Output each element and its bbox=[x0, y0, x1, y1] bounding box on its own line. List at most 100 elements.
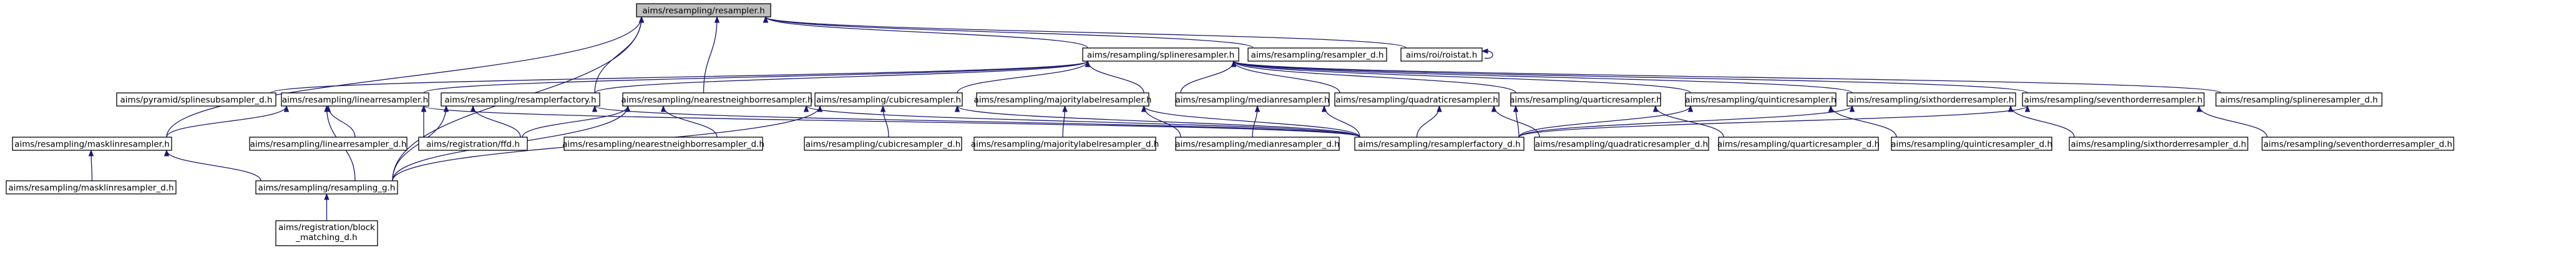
node-quintic_d[interactable]: aims/resampling/quinticresampler_d.h bbox=[1891, 137, 2052, 151]
node-sixth_d[interactable]: aims/resampling/sixthorderresampler_d.h bbox=[2069, 137, 2248, 151]
edge-line bbox=[1233, 60, 2222, 94]
node-nearestneighbor[interactable]: aims/resampling/nearestneighborresampler… bbox=[621, 92, 813, 107]
edge-median-to-median_d bbox=[1252, 105, 1261, 138]
node-label: aims/resampling/linearresampler.h bbox=[282, 95, 428, 105]
node-linearresampler[interactable]: aims/resampling/linearresampler.h bbox=[281, 92, 429, 107]
node-majority_d[interactable]: aims/resampling/majoritylabelresampler_d… bbox=[971, 137, 1159, 151]
edge-resamplerfactory-to-ffd bbox=[470, 105, 521, 138]
edge-resampler-to-splineresampler bbox=[763, 16, 1088, 49]
node-resampling_g[interactable]: aims/resampling/resampling_g.h bbox=[255, 180, 398, 195]
node-cubic_d[interactable]: aims/resampling/cubicresampler_d.h bbox=[804, 137, 962, 151]
node-box bbox=[622, 92, 812, 107]
node-box bbox=[2215, 92, 2383, 107]
node-masklin_d[interactable]: aims/resampling/masklinresampler_d.h bbox=[6, 180, 177, 195]
node-box bbox=[2022, 92, 2205, 107]
node-pyramid[interactable]: aims/pyramid/splinesubsampler_d.h bbox=[116, 92, 276, 107]
node-label: aims/resampling/quinticresampler_d.h bbox=[1891, 140, 2052, 150]
edge-resamplerfactory-to-factory_d bbox=[592, 105, 1360, 138]
arrowhead bbox=[88, 149, 94, 157]
node-quadratic[interactable]: aims/resampling/quadraticresampler.h bbox=[1334, 92, 1500, 107]
node-label: aims/resampling/quinticresampler.h bbox=[1685, 95, 1836, 105]
edge-line bbox=[1830, 105, 1897, 138]
edge-seventhorder-to-seventh_d bbox=[2196, 105, 2268, 138]
node-label: aims/roi/roistat.h bbox=[1406, 51, 1478, 60]
node-masklin[interactable]: aims/resampling/masklinresampler.h bbox=[12, 137, 172, 151]
node-quartic[interactable]: aims/resampling/quarticresampler.h bbox=[1510, 92, 1662, 107]
arrowhead bbox=[2024, 105, 2031, 112]
node-nearest_d[interactable]: aims/resampling/nearestneighborresampler… bbox=[562, 137, 764, 151]
node-resampler_d[interactable]: aims/resampling/resampler_d.h bbox=[1247, 47, 1387, 62]
edge-line bbox=[594, 105, 1360, 138]
node-label: aims/resampling/sixthorderresampler_d.h bbox=[2071, 140, 2246, 150]
node-box bbox=[1685, 92, 1837, 107]
edge-line bbox=[166, 105, 287, 138]
node-median_d[interactable]: aims/resampling/medianresampler_d.h bbox=[1175, 137, 1340, 151]
node-quintic[interactable]: aims/resampling/quinticresampler.h bbox=[1685, 92, 1837, 107]
node-spline_d[interactable]: aims/resampling/splineresampler_d.h bbox=[2215, 92, 2383, 107]
node-label: aims/resampling/masklinresampler_d.h bbox=[8, 183, 173, 193]
node-linear_d[interactable]: aims/resampling/linearresampler_d.h bbox=[249, 137, 407, 151]
arrowhead bbox=[1687, 105, 1694, 112]
node-box bbox=[441, 92, 600, 107]
node-box bbox=[1847, 92, 2016, 107]
node-seventhorder[interactable]: aims/resampling/seventhorderresampler.h bbox=[2022, 92, 2205, 107]
arrowhead bbox=[1231, 60, 1237, 67]
node-sixthorder[interactable]: aims/resampling/sixthorderresampler.h bbox=[1847, 92, 2016, 107]
edge-splineresampler-to-sixthorder bbox=[1231, 60, 1853, 94]
arrowhead bbox=[1513, 105, 1519, 112]
node-ffd[interactable]: aims/registration/ffd.h bbox=[418, 137, 528, 151]
arrowhead bbox=[1085, 60, 1091, 67]
node-label: aims/resampling/seventhorderresampler_d.… bbox=[2263, 140, 2452, 150]
node-box bbox=[1354, 137, 1525, 151]
node-quadratic_d[interactable]: aims/resampling/quadraticresampler_d.h bbox=[1534, 137, 1709, 151]
edge-majority-to-majority_d bbox=[1062, 105, 1068, 138]
node-label: aims/registration/block bbox=[278, 223, 375, 233]
node-label: aims/resampling/majoritylabelresampler.h bbox=[974, 95, 1152, 105]
edge-line bbox=[166, 150, 261, 181]
node-resampler[interactable]: aims/resampling/resampler.h bbox=[636, 3, 771, 17]
node-label: aims/registration/ffd.h bbox=[426, 140, 520, 150]
edge-linearresampler-to-factory_d bbox=[421, 105, 1360, 138]
arrowhead bbox=[817, 105, 823, 112]
node-box bbox=[1334, 92, 1500, 107]
edge-roistat-to-roistat bbox=[1481, 48, 1493, 59]
node-label: aims/pyramid/splinesubsampler_d.h bbox=[120, 95, 272, 105]
node-cubic[interactable]: aims/resampling/cubicresampler.h bbox=[814, 92, 963, 107]
node-quartic_d[interactable]: aims/resampling/quarticresampler_d.h bbox=[1717, 137, 1880, 151]
edge-splineresampler-to-spline_d bbox=[1231, 60, 2222, 94]
edge-line bbox=[328, 105, 356, 138]
edge-line bbox=[1233, 60, 2028, 94]
node-block[interactable]: aims/registration/block_matching_d.h bbox=[275, 220, 378, 246]
edge-line bbox=[663, 105, 718, 138]
node-resamplerfactory[interactable]: aims/resampling/resamplerfactory.h bbox=[441, 92, 600, 107]
node-roistat[interactable]: aims/roi/roistat.h bbox=[1400, 47, 1483, 62]
edge-line bbox=[1233, 60, 1853, 94]
arrowhead bbox=[880, 105, 886, 112]
node-label: aims/resampling/sixthorderresampler.h bbox=[1849, 95, 2014, 105]
edge-cubic-to-cubic_d bbox=[880, 105, 889, 138]
edge-line bbox=[957, 105, 1360, 138]
node-median[interactable]: aims/resampling/medianresampler.h bbox=[1175, 92, 1330, 107]
node-label: aims/resampling/quadraticresampler.h bbox=[1335, 95, 1498, 105]
edge-resampling_g-to-block bbox=[324, 193, 329, 221]
node-label: aims/resampling/splineresampler.h bbox=[1087, 51, 1234, 60]
edge-line bbox=[1518, 105, 1691, 138]
edge-quartic-to-factory_d bbox=[1513, 105, 1520, 138]
edge-quadratic-to-factory_d bbox=[1416, 105, 1442, 138]
node-box bbox=[1082, 47, 1239, 62]
node-factory_d[interactable]: aims/resampling/resamplerfactory_d.h bbox=[1354, 137, 1525, 151]
edge-nearestneighbor-to-factory_d bbox=[803, 105, 1360, 138]
arrowhead bbox=[1254, 105, 1261, 112]
edge-cubic-to-factory_d bbox=[954, 105, 1360, 138]
node-label: aims/resampling/nearestneighborresampler… bbox=[621, 95, 812, 105]
arrowhead bbox=[163, 149, 170, 157]
node-seventh_d[interactable]: aims/resampling/seventhorderresampler_d.… bbox=[2261, 137, 2454, 151]
node-splineresampler[interactable]: aims/resampling/splineresampler.h bbox=[1082, 47, 1239, 62]
edge-line bbox=[1180, 60, 1234, 94]
edge-majority-to-factory_d bbox=[1141, 105, 1360, 138]
edge-splineresampler-to-linearresampler bbox=[423, 60, 1091, 94]
arrowhead bbox=[421, 105, 427, 112]
node-majority[interactable]: aims/resampling/majoritylabelresampler.h bbox=[974, 92, 1152, 107]
node-box bbox=[564, 137, 763, 151]
node-label: aims/resampling/linearresampler_d.h bbox=[250, 140, 407, 150]
